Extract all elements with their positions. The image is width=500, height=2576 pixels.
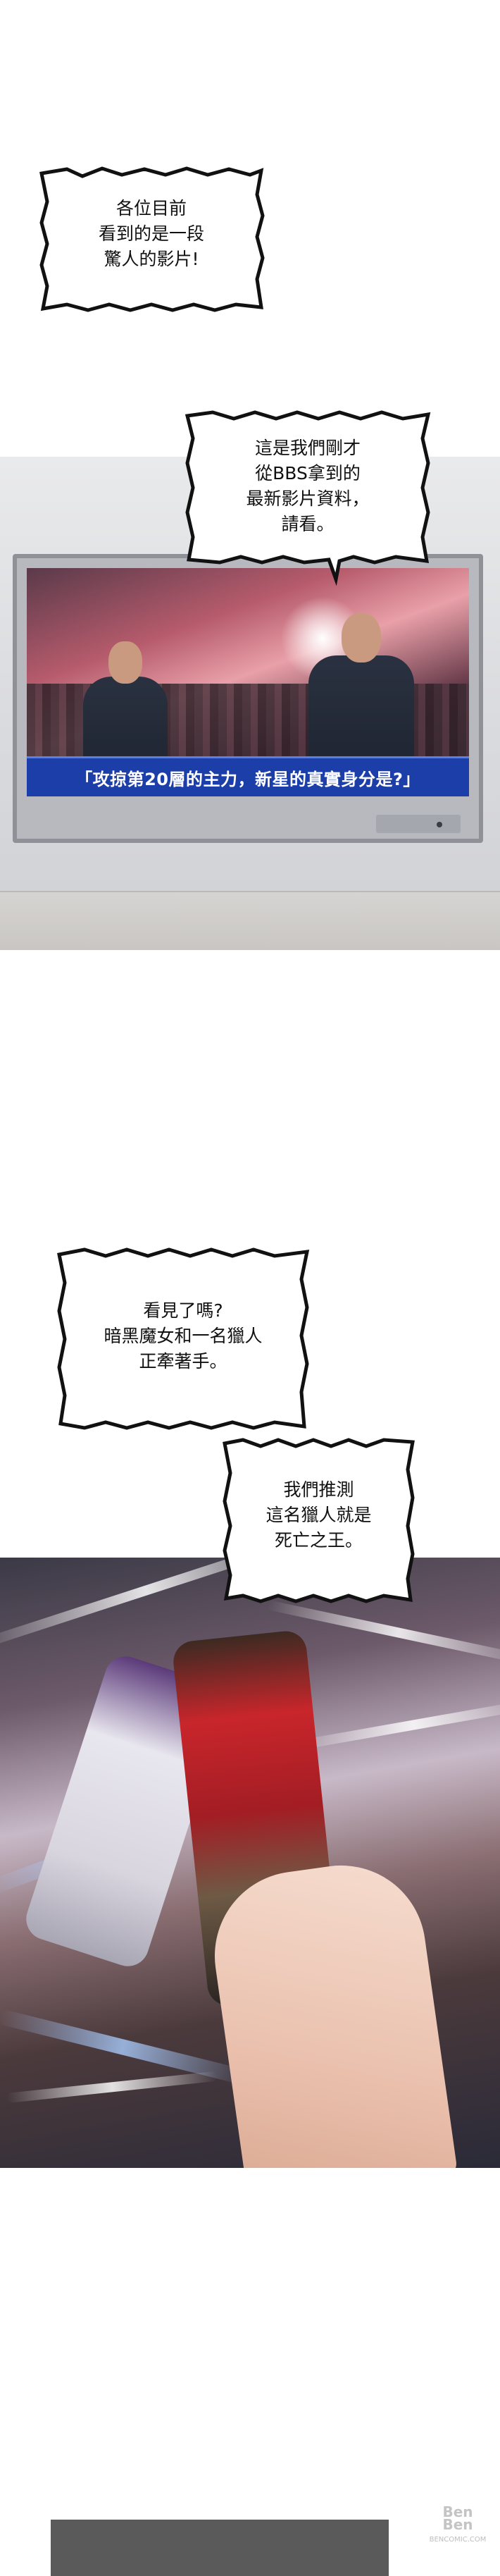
foreground-hand bbox=[204, 1854, 458, 2168]
speech-bubble-3: 看見了嗎? 暗黑魔女和一名獵人 正牽著手。 bbox=[56, 1247, 310, 1431]
studio-floor bbox=[0, 891, 500, 950]
speech-bubble-1: 各位目前 看到的是一段 驚人的影片! bbox=[39, 166, 265, 313]
tv-screen-frame: 「攻掠第20層的主力，新星的真實身分是?」 bbox=[13, 554, 483, 843]
partial-speech-bubble bbox=[51, 2520, 389, 2576]
action-panel bbox=[0, 1558, 500, 2168]
tv-stand bbox=[376, 815, 461, 833]
speed-streak bbox=[6, 2071, 218, 2103]
news-caption-text: 「攻掠第20層的主力，新星的真實身分是?」 bbox=[75, 769, 420, 789]
bubble-1-shape bbox=[39, 166, 265, 312]
bubble-2-text: 這是我們剛才 從BBS拿到的 最新影片資料， 請看。 bbox=[246, 438, 370, 534]
bubble-1-text: 各位目前 看到的是一段 驚人的影片! bbox=[98, 198, 204, 269]
bubble-2-shape bbox=[185, 410, 431, 586]
watermark-logo-line2: Ben bbox=[442, 2516, 473, 2533]
bubble-3-shape bbox=[57, 1247, 310, 1430]
bubble-4-text: 我們推測 這名獵人就是 死亡之王。 bbox=[265, 1479, 372, 1551]
studio-panel: 「攻掠第20層的主力，新星的真實身分是?」 bbox=[0, 457, 500, 950]
watermark-logo-line1: Ben bbox=[442, 2503, 473, 2520]
speech-bubble-2: 這是我們剛才 從BBS拿到的 最新影片資料， 請看。 bbox=[185, 410, 431, 586]
bubble-3-text: 看見了嗎? 暗黑魔女和一名獵人 正牽著手。 bbox=[104, 1300, 263, 1372]
speed-streak bbox=[294, 1699, 500, 1751]
tv-power-led bbox=[437, 822, 442, 827]
site-watermark: Ben Ben BENCOMIC.COM bbox=[423, 2503, 493, 2549]
bubble-4-shape bbox=[223, 1438, 415, 1603]
watermark-site: BENCOMIC.COM bbox=[429, 2536, 487, 2544]
speech-bubble-4: 我們推測 這名獵人就是 死亡之王。 bbox=[222, 1438, 415, 1603]
news-caption-bar: 「攻掠第20層的主力，新星的真實身分是?」 bbox=[27, 756, 469, 796]
